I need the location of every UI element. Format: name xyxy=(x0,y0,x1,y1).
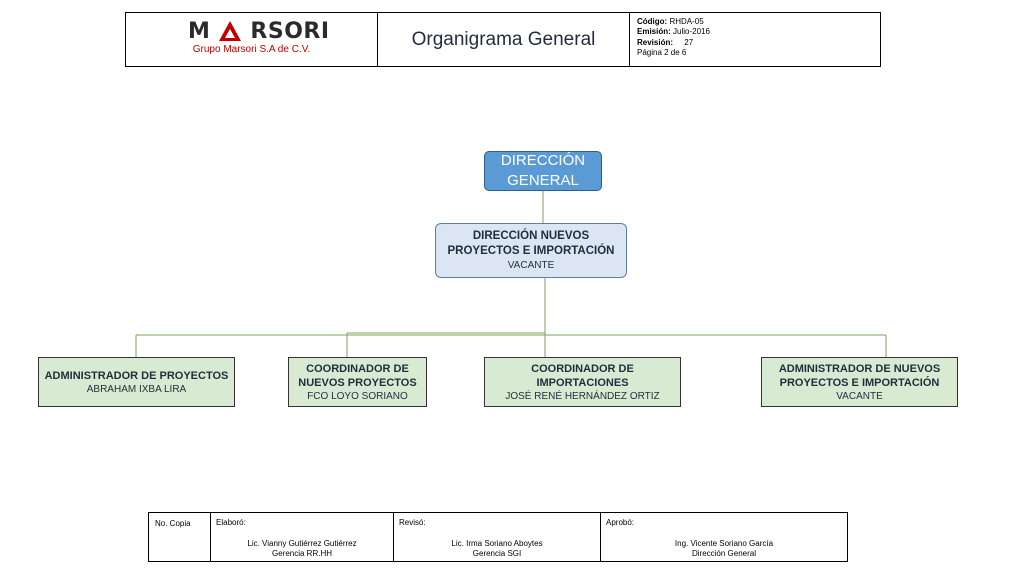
org-node-person: VACANTE xyxy=(836,390,883,402)
reviso-cell: Revisó: Lic. Irma Soriano Aboytes Gerenc… xyxy=(394,513,601,561)
meta-page: Página 2 de 6 xyxy=(637,48,687,58)
logo-letter-m: M xyxy=(188,18,211,44)
org-node-direccion-nuevos-proyectos: DIRECCIÓN NUEVOS PROYECTOS E IMPORTACIÓN… xyxy=(435,223,627,278)
org-node-person: JOSÉ RENÉ HERNÁNDEZ ORTIZ xyxy=(505,390,660,402)
copy-number-cell: No. Copia xyxy=(149,513,211,561)
elaboro-cell: Elaboró: Lic. Vianny Gutiérrez Gutiérrez… xyxy=(211,513,394,561)
meta-issue: Emisión: Julio-2016 xyxy=(637,27,710,37)
meta-revision: Revisión: 27 xyxy=(637,37,694,47)
aprobo-cell: Aprobó: Ing. Vicente Soriano García Dire… xyxy=(601,513,847,561)
document-meta: Código: RHDA-05 Emisión: Julio-2016 Revi… xyxy=(630,13,880,66)
signature-table: No. Copia Elaboró: Lic. Vianny Gutiérrez… xyxy=(148,512,848,562)
org-node-person: FCO LOYO SORIANO xyxy=(307,390,408,402)
reviso-name: Lic. Irma Soriano Aboytes xyxy=(451,539,543,548)
org-node-coordinador-importaciones: COORDINADOR DE IMPORTACIONES JOSÉ RENÉ H… xyxy=(484,357,681,407)
company-logo: M RSORI xyxy=(188,18,330,44)
reviso-role: Gerencia SGI xyxy=(472,549,522,558)
org-node-person: VACANTE xyxy=(507,260,555,271)
org-node-person: ABRAHAM IXBA LIRA xyxy=(86,383,187,395)
elaboro-role: Gerencia RR.HH xyxy=(271,549,332,558)
aprobo-name: Ing. Vicente Soriano García xyxy=(674,539,774,548)
org-node-direccion-general: DIRECCIÓN GENERAL xyxy=(484,151,602,191)
document-title: Organigrama General xyxy=(411,28,596,50)
document-header-table: M RSORI Grupo Marsori S.A de C.V. Organi… xyxy=(125,12,881,67)
company-name: Grupo Marsori S.A de C.V. xyxy=(192,44,311,55)
org-node-administrador-nuevos-proyectos: ADMINISTRADOR DE NUEVOS PROYECTOS E IMPO… xyxy=(761,357,958,407)
org-node-coordinador-nuevos-proyectos: COORDINADOR DE NUEVOS PROYECTOS FCO LOYO… xyxy=(288,357,427,407)
title-cell: Organigrama General xyxy=(378,13,630,66)
meta-code: Código: RHDA-05 xyxy=(637,17,704,26)
logo-triangle-icon xyxy=(210,19,250,43)
logo-word-rest: RSORI xyxy=(250,18,330,44)
aprobo-role: Dirección General xyxy=(691,549,757,558)
logo-cell: M RSORI Grupo Marsori S.A de C.V. xyxy=(126,13,378,66)
elaboro-name: Lic. Vianny Gutiérrez Gutiérrez xyxy=(247,539,357,548)
org-node-administrador-proyectos: ADMINISTRADOR DE PROYECTOS ABRAHAM IXBA … xyxy=(38,357,235,407)
